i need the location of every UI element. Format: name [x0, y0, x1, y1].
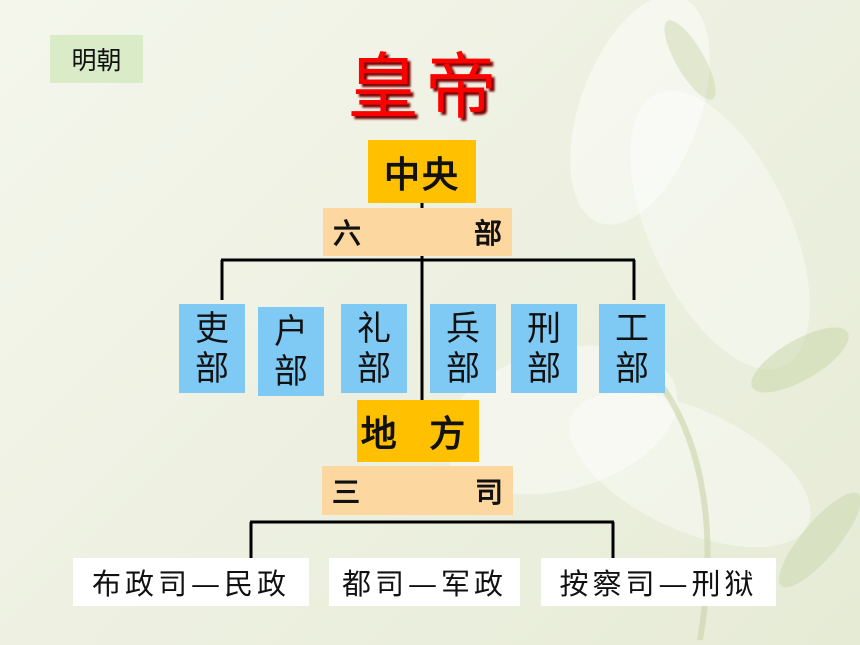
three-offices-right-char: 司 — [474, 475, 503, 509]
office-military-box: 都司—军政 — [329, 558, 520, 606]
six-ministries-left-char: 六 — [333, 217, 362, 250]
office-administration-box: 布政司—民政 — [73, 558, 309, 606]
ministry-char-bottom: 部 — [615, 348, 649, 389]
ministry-revenue-box: 户 部 — [258, 307, 324, 396]
office-judicial-box: 按察司—刑狱 — [541, 558, 776, 606]
ministry-char-bottom: 部 — [195, 348, 229, 389]
ministry-char-top: 户 — [274, 311, 308, 352]
ministry-char-top: 礼 — [357, 308, 391, 349]
ministry-works-box: 工 部 — [599, 304, 665, 393]
ministry-char-top: 兵 — [446, 308, 480, 349]
ministry-char-bottom: 部 — [274, 351, 308, 392]
ministry-justice-box: 刑 部 — [511, 304, 577, 393]
ministry-char-top: 刑 — [527, 308, 561, 349]
ministry-war-box: 兵 部 — [430, 304, 496, 393]
ministry-char-bottom: 部 — [446, 348, 480, 389]
six-ministries-box: 六 部 — [323, 208, 512, 256]
ministry-char-top: 吏 — [195, 308, 229, 349]
ministry-char-top: 工 — [615, 308, 649, 349]
central-government-box: 中央 — [368, 140, 476, 203]
ministry-char-bottom: 部 — [357, 348, 391, 389]
emperor-title: 皇帝 — [346, 44, 503, 129]
ministry-char-bottom: 部 — [527, 348, 561, 389]
dynasty-label: 明朝 — [50, 35, 143, 83]
six-ministries-right-char: 部 — [473, 217, 502, 250]
ministry-rites-box: 礼 部 — [341, 304, 407, 393]
ministry-personnel-box: 吏 部 — [179, 304, 245, 393]
three-offices-box: 三 司 — [322, 466, 513, 515]
local-government-box: 地 方 — [357, 400, 479, 462]
three-offices-left-char: 三 — [332, 475, 361, 509]
